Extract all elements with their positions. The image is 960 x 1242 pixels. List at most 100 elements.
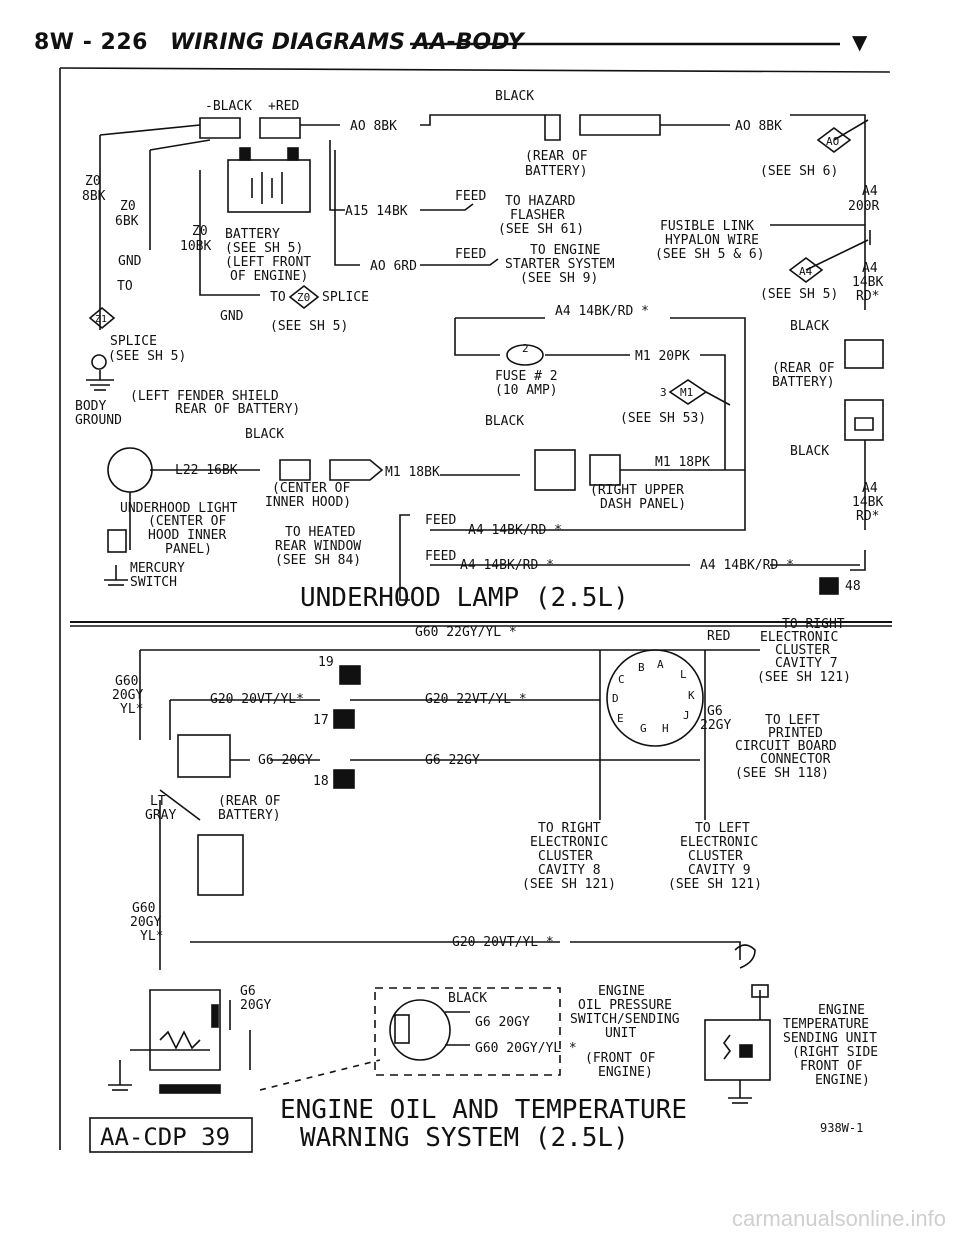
- label-black-r2: BLACK: [790, 444, 829, 459]
- label-z0-10bk-1: Z0: [192, 224, 208, 239]
- bottom-diagram-title-2: WARNING SYSTEM (2.5L): [300, 1123, 629, 1153]
- label-hazard-3: (SEE SH 61): [498, 222, 584, 237]
- label-center-1: (CENTER OF: [272, 481, 350, 496]
- label-a4-200r-2: 200R: [848, 199, 879, 214]
- label-m1-18bk: M1 18BK: [385, 465, 440, 480]
- label-conn-48: 48: [845, 579, 861, 594]
- label-g20-b: G20 20VT/YL *: [452, 935, 554, 950]
- label-see-sh6: (SEE SH 6): [760, 164, 838, 179]
- label-a4-14bk-2: 14BK: [852, 275, 883, 290]
- label-oil-6: ENGINE): [598, 1065, 653, 1080]
- label-feed-4: FEED: [425, 549, 456, 564]
- label-battery-4: OF ENGINE): [230, 269, 308, 284]
- label-to-left-1: TO LEFT: [765, 713, 820, 728]
- label-heated-3: (SEE SH 84): [275, 553, 361, 568]
- label-a4-sym: A4: [799, 265, 813, 278]
- label-ul-3: HOOD INNER: [148, 528, 226, 543]
- label-fender-2: REAR OF BATTERY): [175, 402, 300, 417]
- label-g60-b-2: 20GY: [130, 915, 161, 930]
- label-neg-black: -BLACK: [205, 99, 252, 114]
- label-z0-sym: Z0: [297, 291, 310, 304]
- label-starter-3: (SEE SH 9): [520, 271, 598, 286]
- label-g6-b-1: G6: [240, 984, 256, 999]
- label-g60-20-1: G60: [115, 674, 138, 689]
- figure-number: 938W-1: [820, 1121, 863, 1135]
- label-to-right-4: CAVITY 7: [775, 656, 838, 671]
- label-see-sh5-c: (SEE SH 5): [270, 319, 348, 334]
- label-cav9-2: ELECTRONIC: [680, 835, 758, 850]
- label-to-left-3: CIRCUIT BOARD: [735, 739, 837, 754]
- label-z0-8bk-2: 8BK: [82, 189, 106, 204]
- label-a4-14bk-1: A4: [862, 261, 878, 276]
- label-center-2: INNER HOOD): [265, 495, 351, 510]
- label-ul-2: (CENTER OF: [148, 514, 226, 529]
- label-temp-4: (RIGHT SIDE: [792, 1045, 878, 1060]
- label-fusible-1: FUSIBLE LINK: [660, 219, 754, 234]
- label-to-right-1: TO RIGHT: [782, 617, 845, 632]
- label-rear-2: BATTERY): [218, 808, 281, 823]
- label-starter-2: STARTER SYSTEM: [505, 257, 615, 272]
- label-ul-1: UNDERHOOD LIGHT: [120, 501, 238, 516]
- label-g60-b-1: G60: [132, 901, 155, 916]
- label-fuse-num: 2: [522, 342, 529, 355]
- label-to-left-2: PRINTED: [768, 726, 823, 741]
- top-diagram-title: UNDERHOOD LAMP (2.5L): [300, 583, 629, 613]
- label-ao6rd: AO 6RD: [370, 259, 417, 274]
- label-dash-2: DASH PANEL): [600, 497, 686, 512]
- label-to-z0: TO: [270, 290, 286, 305]
- label-temp-6: ENGINE): [815, 1073, 870, 1088]
- watermark: carmanualsonline.info: [731, 1206, 946, 1231]
- label-cav8-3: CLUSTER: [538, 849, 593, 864]
- label-feed-1: FEED: [455, 189, 486, 204]
- label-rear-batt-r2: BATTERY): [772, 375, 835, 390]
- label-red: RED: [707, 629, 731, 644]
- label-z0-6bk-1: Z0: [120, 199, 136, 214]
- label-dash-1: (RIGHT UPPER: [590, 483, 684, 498]
- label-black-c2: BLACK: [245, 427, 284, 442]
- label-a4-14bkrd-3: A4 14BK/RD *: [460, 558, 554, 573]
- label-temp-3: SENDING UNIT: [783, 1031, 877, 1046]
- label-z0-8bk-1: Z0: [85, 174, 101, 189]
- label-merc-1: MERCURY: [130, 561, 185, 576]
- label-a4-200r-1: A4: [862, 184, 878, 199]
- label-pin-l: L: [680, 668, 687, 681]
- label-black-top: BLACK: [495, 89, 534, 104]
- label-m1-sym-n: 3: [660, 386, 667, 399]
- label-a4-14bk-3: RD*: [856, 289, 879, 304]
- label-g6-b-2: 20GY: [240, 998, 271, 1013]
- label-a4-r2-2: 14BK: [852, 495, 883, 510]
- label-rear-1: (REAR OF: [218, 794, 281, 809]
- label-m1-20pk: M1 20PK: [635, 349, 690, 364]
- label-pin-d: D: [612, 692, 619, 705]
- label-ao8bk-left: AO 8BK: [350, 119, 397, 134]
- label-g60-b-3: YL*: [140, 929, 163, 944]
- label-fusible-3: (SEE SH 5 & 6): [655, 247, 765, 262]
- label-heated-1: TO HEATED: [285, 525, 356, 540]
- label-cav8-1: TO RIGHT: [538, 821, 601, 836]
- label-lt-2: GRAY: [145, 808, 176, 823]
- label-pin-c: C: [618, 673, 625, 686]
- label-g6-22-1: G6: [707, 704, 723, 719]
- label-to-right-3: CLUSTER: [775, 643, 830, 658]
- label-cav9-3: CLUSTER: [688, 849, 743, 864]
- label-body-gnd-2: GROUND: [75, 413, 122, 428]
- label-oil-5: (FRONT OF: [585, 1051, 656, 1066]
- label-pin-j: J: [683, 709, 690, 722]
- label-g6-22: G6 22GY: [425, 753, 480, 768]
- label-fuse-2: (10 AMP): [495, 383, 558, 398]
- label-see-sh5-r: (SEE SH 5): [760, 287, 838, 302]
- label-rear-batt-r1: (REAR OF: [772, 361, 835, 376]
- label-conn-18: 18: [313, 774, 329, 789]
- label-ao8bk-right: AO 8BK: [735, 119, 782, 134]
- page-number: 8W - 226: [34, 30, 148, 55]
- label-rear-batt-2: BATTERY): [525, 164, 588, 179]
- label-pin-e: E: [617, 712, 624, 725]
- label-body-gnd-1: BODY: [75, 399, 106, 414]
- label-pos-red: +RED: [268, 99, 299, 114]
- label-pin-h: H: [662, 722, 669, 735]
- label-merc-2: SWITCH: [130, 575, 177, 590]
- label-temp-5: FRONT OF: [800, 1059, 863, 1074]
